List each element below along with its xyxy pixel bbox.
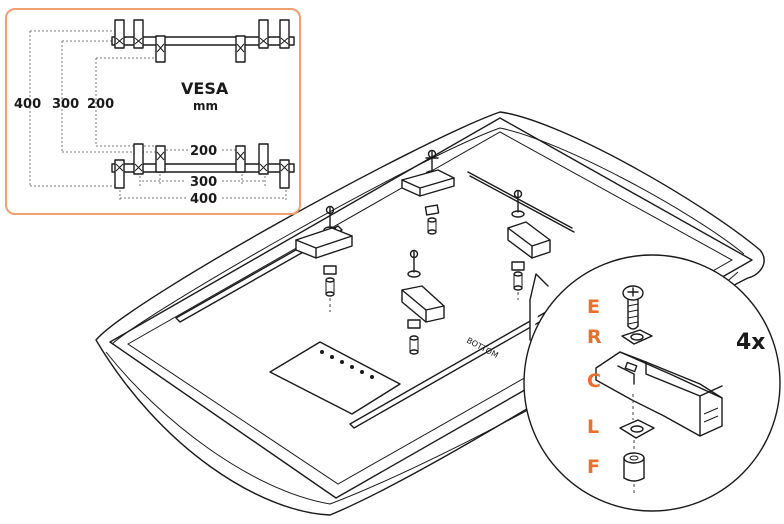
part-label-f: F (587, 456, 600, 478)
mount-stack-bottom (401, 249, 445, 355)
detail-callout: E R C L F 4x (523, 254, 781, 512)
horizontal-label-200: 200 (190, 144, 217, 159)
connector-ports (320, 350, 374, 379)
vesa-panel-frame (5, 8, 301, 215)
vertical-label-200: 200 (87, 97, 114, 112)
mount-stack-right (507, 189, 551, 300)
vesa-title: VESA (181, 79, 229, 98)
mount-stack-left (295, 205, 353, 312)
quantity-label: 4x (736, 330, 766, 355)
horizontal-label-400: 400 (190, 192, 217, 207)
spacer-cylinder-part (623, 452, 645, 496)
part-label-e: E (587, 296, 600, 318)
vesa-unit: mm (193, 99, 218, 113)
vesa-panel: VESA mm 400 300 200 200 300 400 (5, 8, 301, 215)
mount-stack-top (401, 149, 455, 235)
washer-part (621, 329, 653, 345)
vertical-label-300: 300 (52, 97, 79, 112)
part-label-l: L (587, 416, 599, 438)
clip-bracket-part (595, 351, 723, 437)
horizontal-label-300: 300 (190, 175, 217, 190)
spacer-plate-part (619, 419, 655, 439)
vertical-label-400: 400 (14, 97, 41, 112)
part-label-r: R (587, 326, 602, 348)
screw-part (622, 285, 644, 330)
part-label-c: C (587, 370, 601, 392)
